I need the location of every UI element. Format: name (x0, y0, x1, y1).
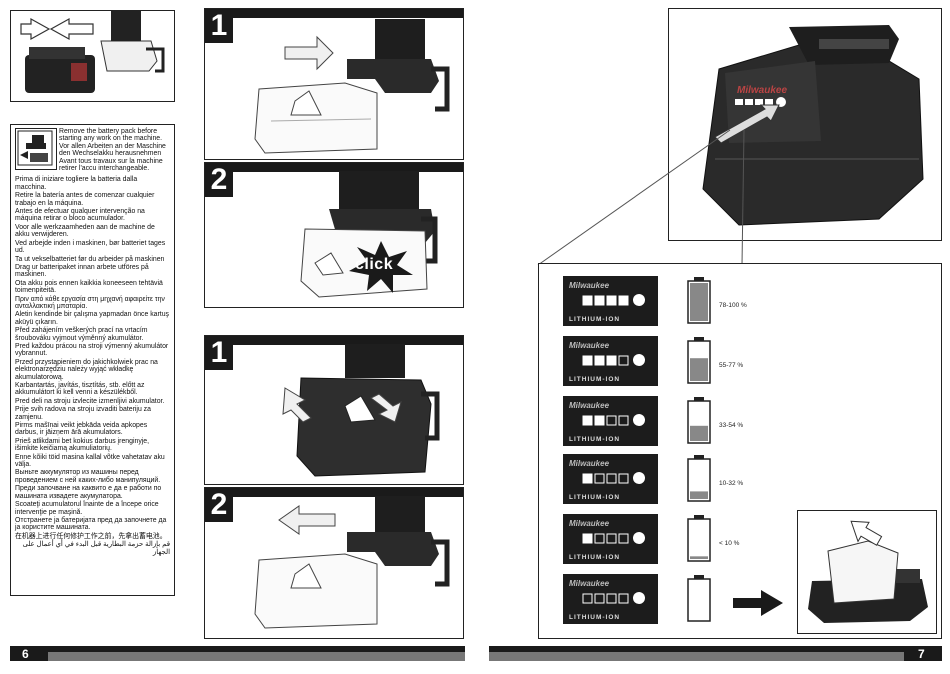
warning-line: Antes de efectuar qualquer intervenção n… (15, 208, 145, 223)
warning-line: 在机器上进行任何修护工作之前，先拿出蓄电池。 (15, 532, 167, 540)
svg-text:LITHIUM-ION: LITHIUM-ION (569, 494, 620, 501)
warning-line: قم بإزالة حزمة البطارية قبل البدء في أي … (22, 541, 170, 556)
battery-overview-panel: Milwaukee (668, 8, 942, 241)
warning-line: Πριν από κάθε εργασία στη μηχανή αφαιρεί… (15, 295, 165, 310)
arrow-right-icon (733, 590, 783, 616)
warning-line: Ota akku pois ennen kaikkia koneeseen te… (15, 279, 163, 295)
charge-percentage-label: 33-54 % (719, 422, 744, 429)
page-number: 6 (22, 647, 29, 661)
battery-release-illustration (282, 344, 440, 477)
charge-percentage-label: 78-100 % (719, 302, 747, 309)
warning-header-line: Vor allen Arbeiten an der Maschine den W… (59, 142, 166, 158)
warning-header-text: Remove the battery pack before starting … (59, 128, 170, 172)
svg-text:Milwaukee: Milwaukee (569, 281, 610, 290)
battery-level-gauge-icon (687, 515, 711, 562)
warning-line: Отстранете ја батеријата пред да започне… (15, 516, 167, 532)
warning-line: Aletin kendinde bir çalışma yapmadan önc… (15, 311, 169, 326)
safety-warning-box: Remove the battery pack before starting … (10, 124, 175, 596)
charger-illustration (808, 520, 928, 623)
warning-line: Prije svih radova na stroju izvaditi bat… (15, 406, 151, 421)
battery-level-gauge-icon (687, 455, 711, 502)
svg-text:Milwaukee: Milwaukee (569, 579, 610, 588)
click-label: click (355, 256, 394, 273)
warning-line: Выньте аккумулятор из машины перед прове… (15, 469, 161, 484)
charge-percentage-label: 10-32 % (719, 480, 744, 487)
warning-line: Scoateţi acumulatorul înainte de a încep… (15, 501, 159, 516)
svg-text:LITHIUM-ION: LITHIUM-ION (569, 316, 620, 323)
charger-panel (797, 510, 937, 634)
warning-line: Ta ut vekselbatteriet før du arbeider på… (15, 255, 165, 263)
step-number: 1 (205, 9, 233, 43)
battery-level-gauge-icon (687, 397, 711, 444)
svg-text:LITHIUM-ION: LITHIUM-ION (569, 614, 620, 621)
warning-line: Prieš atlikdami bet kokius darbus įrengi… (15, 437, 150, 453)
warning-line: Voor alle werkzaamheden aan de machine d… (15, 223, 155, 239)
warning-line: Enne kõiki töid masina kallal võtke vahe… (15, 453, 165, 469)
battery-remove-warning-icon (15, 128, 57, 170)
charge-percentage-label: < 10 % (719, 540, 740, 547)
battery-click-illustration (300, 171, 438, 298)
svg-text:LITHIUM-ION: LITHIUM-ION (569, 554, 620, 561)
battery-removal-thumbnail (10, 10, 175, 102)
step-number: 1 (205, 336, 233, 370)
svg-text:Milwaukee: Milwaukee (569, 459, 610, 468)
battery-level-gauge-icon (687, 337, 711, 384)
battery-pack-illustration: Milwaukee (702, 25, 924, 226)
warning-line: Karbantartás, javítás, tisztítás, stb. e… (15, 382, 145, 397)
step-number: 2 (205, 488, 233, 522)
warning-header-line: Avant tous travaux sur la machine retire… (59, 157, 163, 173)
page-number: 7 (918, 647, 925, 661)
warning-line: Преди започване на каквито е да е работи… (15, 485, 162, 500)
battery-pull-out-illustration (254, 496, 450, 629)
warning-line: Pred deli na stroju izvlecite izmenljivi… (15, 397, 165, 405)
battery-slide-illustration (20, 11, 165, 93)
warning-header-line: Remove the battery pack before starting … (59, 128, 163, 143)
svg-text:LITHIUM-ION: LITHIUM-ION (569, 376, 620, 383)
battery-level-gauge-icon (687, 277, 711, 324)
warning-line: Przed przystąpieniem do jakichkolwiek pr… (15, 358, 158, 381)
callout-lines (537, 129, 745, 266)
insert-step-2-panel: 2 click (204, 162, 464, 308)
svg-text:Milwaukee: Milwaukee (737, 85, 787, 96)
remove-step-1-panel: 1 (204, 335, 464, 485)
remove-step-2-panel: 2 (204, 487, 464, 639)
warning-line: Retire la batería antes de comenzar cual… (15, 192, 155, 207)
warning-line: Prima di iniziare togliere la batteria d… (15, 176, 138, 191)
warning-line: Pred každou prácou na stroji výmenný aku… (15, 342, 169, 358)
warning-line: Ved arbejde inden i maskinen, bør batter… (15, 239, 166, 255)
warning-line: Před zahájením veškerých prací na vrtací… (15, 327, 148, 342)
battery-level-gauge-icon (687, 575, 711, 622)
svg-text:Milwaukee: Milwaukee (569, 341, 610, 350)
svg-text:Milwaukee: Milwaukee (569, 401, 610, 410)
warning-line: Pirms mašīnai veikt jebkāda veida apkope… (15, 422, 148, 437)
warning-line: Drag ur batteripaket innan arbete utföre… (15, 263, 149, 279)
svg-text:Milwaukee: Milwaukee (569, 519, 610, 528)
charge-percentage-label: 55-77 % (719, 362, 744, 369)
insert-step-1-panel: 1 (204, 8, 464, 160)
svg-text:LITHIUM-ION: LITHIUM-ION (569, 436, 620, 443)
battery-insert-illustration (254, 19, 450, 154)
step-number: 2 (205, 163, 233, 197)
warning-lines: Prima di iniziare togliere la batteria d… (15, 176, 170, 556)
